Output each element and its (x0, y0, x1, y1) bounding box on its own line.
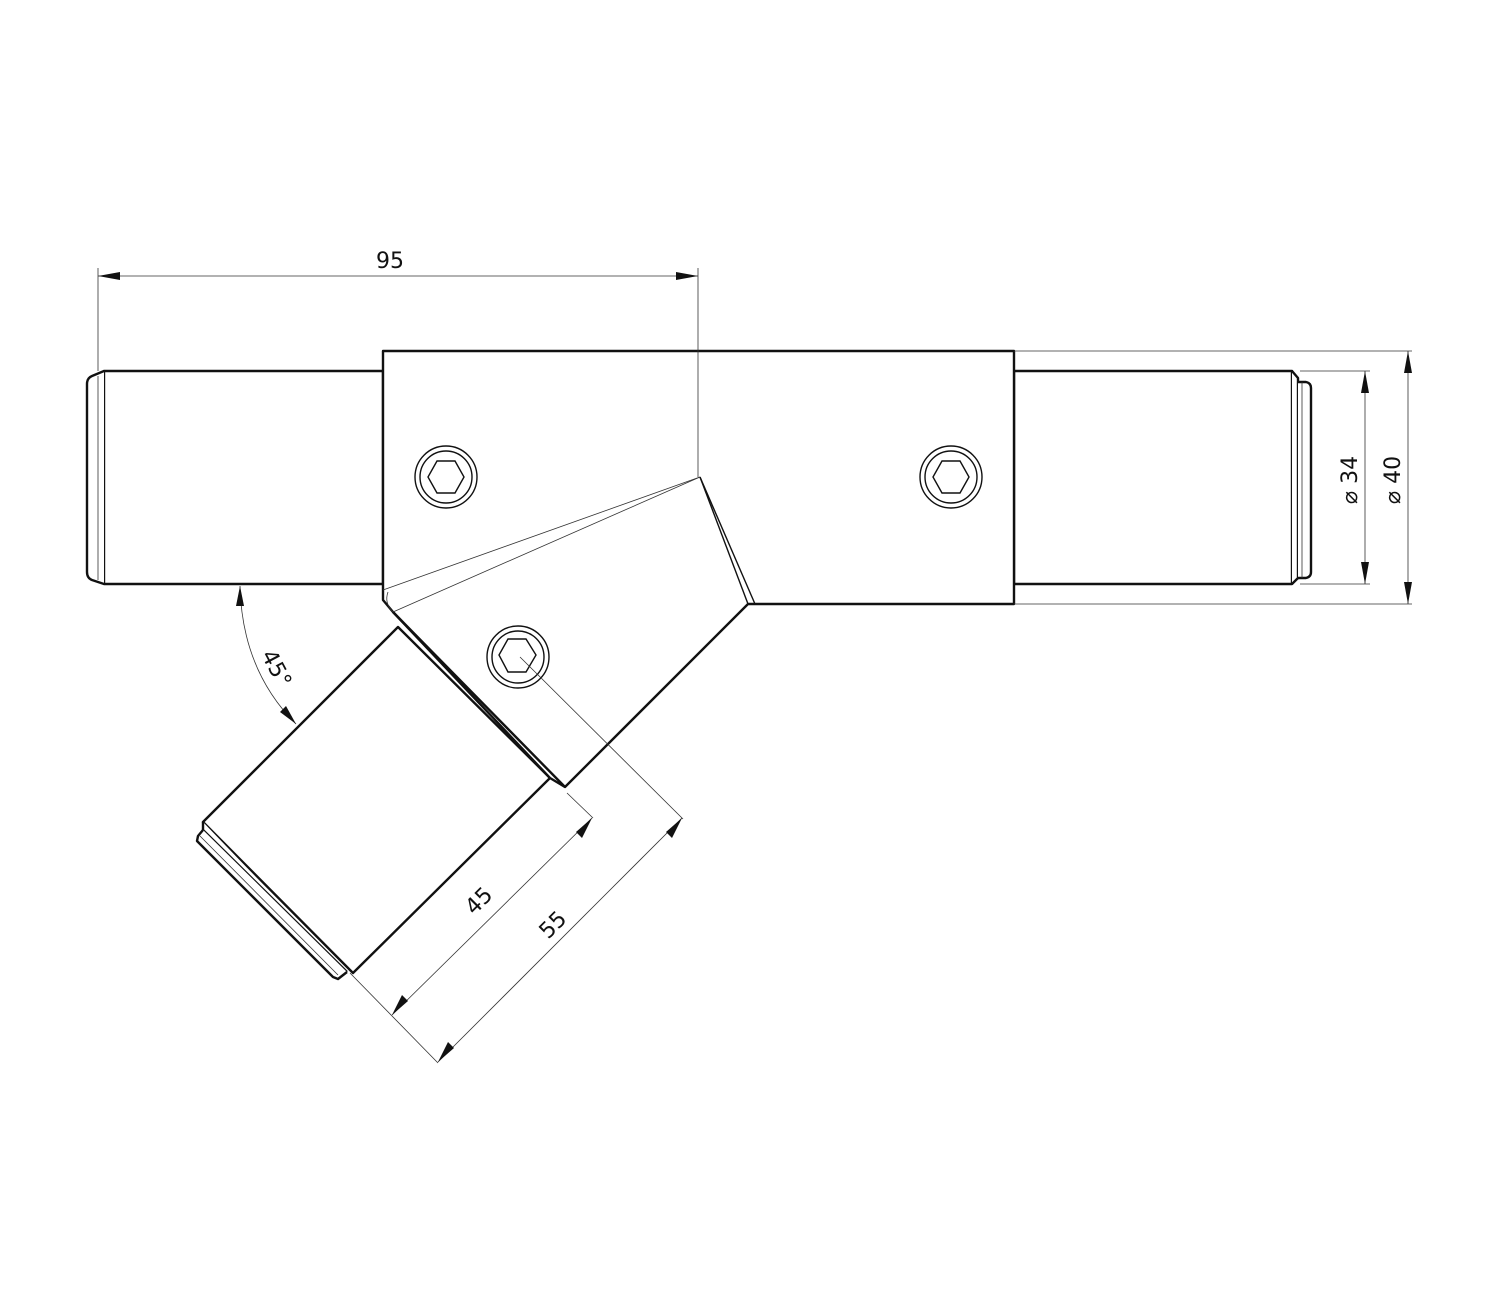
left-tube (85, 369, 385, 586)
dimension-95: 95 (97, 249, 699, 477)
svg-text:⌀ 34: ⌀ 34 (1338, 456, 1363, 504)
dim-45-label: 45 (461, 883, 498, 920)
svg-text:⌀ 40: ⌀ 40 (1381, 456, 1406, 504)
branch-tube (195, 625, 552, 981)
bolt-branch (486, 625, 550, 689)
diameter-symbol: ⌀ (1381, 491, 1406, 504)
dim-55-label: 55 (535, 907, 572, 944)
dim-95-label: 95 (376, 249, 404, 274)
dim-34-label: 34 (1338, 456, 1363, 484)
dimension-diameter-34: ⌀ 34 (1300, 370, 1370, 585)
bolt-left (414, 445, 478, 509)
right-tube (1012, 369, 1313, 586)
bolt-right (919, 445, 983, 509)
diameter-symbol: ⌀ (1338, 491, 1363, 504)
dimension-diameter-40: ⌀ 40 (1014, 350, 1412, 605)
angle-label: 45° (256, 646, 296, 692)
dim-40-label: 40 (1381, 456, 1406, 484)
dimension-angle-45: 45° (236, 585, 297, 725)
